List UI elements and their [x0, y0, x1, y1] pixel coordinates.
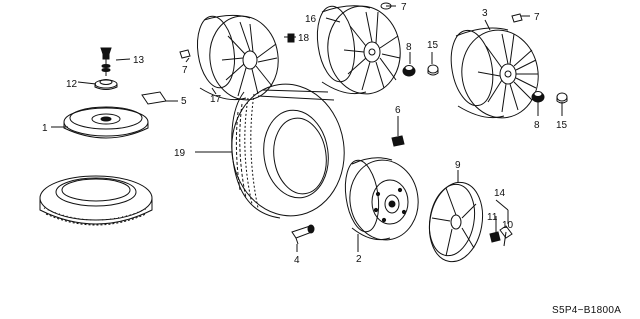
callout-3[interactable]: 3 [482, 8, 488, 19]
spacer-nut[interactable] [94, 79, 118, 90]
alloy-wheel-16[interactable] [313, 1, 406, 98]
alloy-wheel-17[interactable] [193, 12, 283, 105]
callout-7c[interactable]: 7 [534, 12, 540, 23]
callout-18[interactable]: 18 [298, 33, 310, 44]
callout-2[interactable]: 2 [356, 254, 362, 265]
valve-10[interactable] [499, 225, 513, 247]
callout-7a[interactable]: 7 [182, 65, 188, 76]
spare-tire[interactable] [39, 175, 153, 226]
wing-bolt[interactable] [100, 47, 112, 76]
diagram-code: S5P4−B1800A [552, 305, 621, 316]
center-cap-7a[interactable] [179, 49, 191, 59]
callout-11[interactable]: 11 [487, 212, 498, 223]
lug-nut-8b[interactable] [531, 91, 545, 103]
callout-16[interactable]: 16 [305, 14, 317, 25]
callouts: 1 2 3 4 5 6 7 7 7 8 8 9 10 11 12 13 14 1… [42, 2, 568, 266]
spare-wheel[interactable] [63, 106, 149, 139]
valve-11[interactable] [489, 231, 501, 243]
callout-1[interactable]: 1 [42, 123, 48, 134]
lug-nut-8a[interactable] [402, 65, 416, 77]
callout-5[interactable]: 5 [181, 96, 187, 107]
center-cap-7c[interactable] [511, 13, 523, 23]
callout-8a[interactable]: 8 [406, 42, 412, 53]
callout-7b[interactable]: 7 [401, 2, 407, 13]
leader-lines [51, 5, 563, 252]
wheel-cover-9[interactable] [423, 178, 488, 266]
tire-19[interactable] [223, 77, 352, 223]
lug-nut-15b[interactable] [556, 92, 568, 104]
alloy-wheel-3[interactable] [446, 24, 545, 124]
steel-wheel-2[interactable] [341, 156, 423, 245]
callout-13[interactable]: 13 [133, 55, 145, 66]
callout-19[interactable]: 19 [174, 148, 186, 159]
callout-10[interactable]: 10 [502, 220, 514, 231]
emblem-18[interactable] [287, 33, 295, 43]
callout-8b[interactable]: 8 [534, 120, 540, 131]
callout-14[interactable]: 14 [494, 188, 506, 199]
callout-9[interactable]: 9 [455, 160, 461, 171]
callout-6[interactable]: 6 [395, 105, 401, 116]
spare-label-plate[interactable] [141, 91, 167, 105]
callout-15b[interactable]: 15 [556, 120, 568, 131]
callout-12[interactable]: 12 [66, 79, 78, 90]
lug-nut-15a[interactable] [427, 64, 439, 76]
callout-17[interactable]: 17 [210, 94, 222, 105]
callout-15a[interactable]: 15 [427, 40, 439, 51]
valve-stem[interactable] [291, 224, 315, 245]
callout-4[interactable]: 4 [294, 255, 300, 266]
balance-weight-6[interactable] [391, 135, 405, 147]
